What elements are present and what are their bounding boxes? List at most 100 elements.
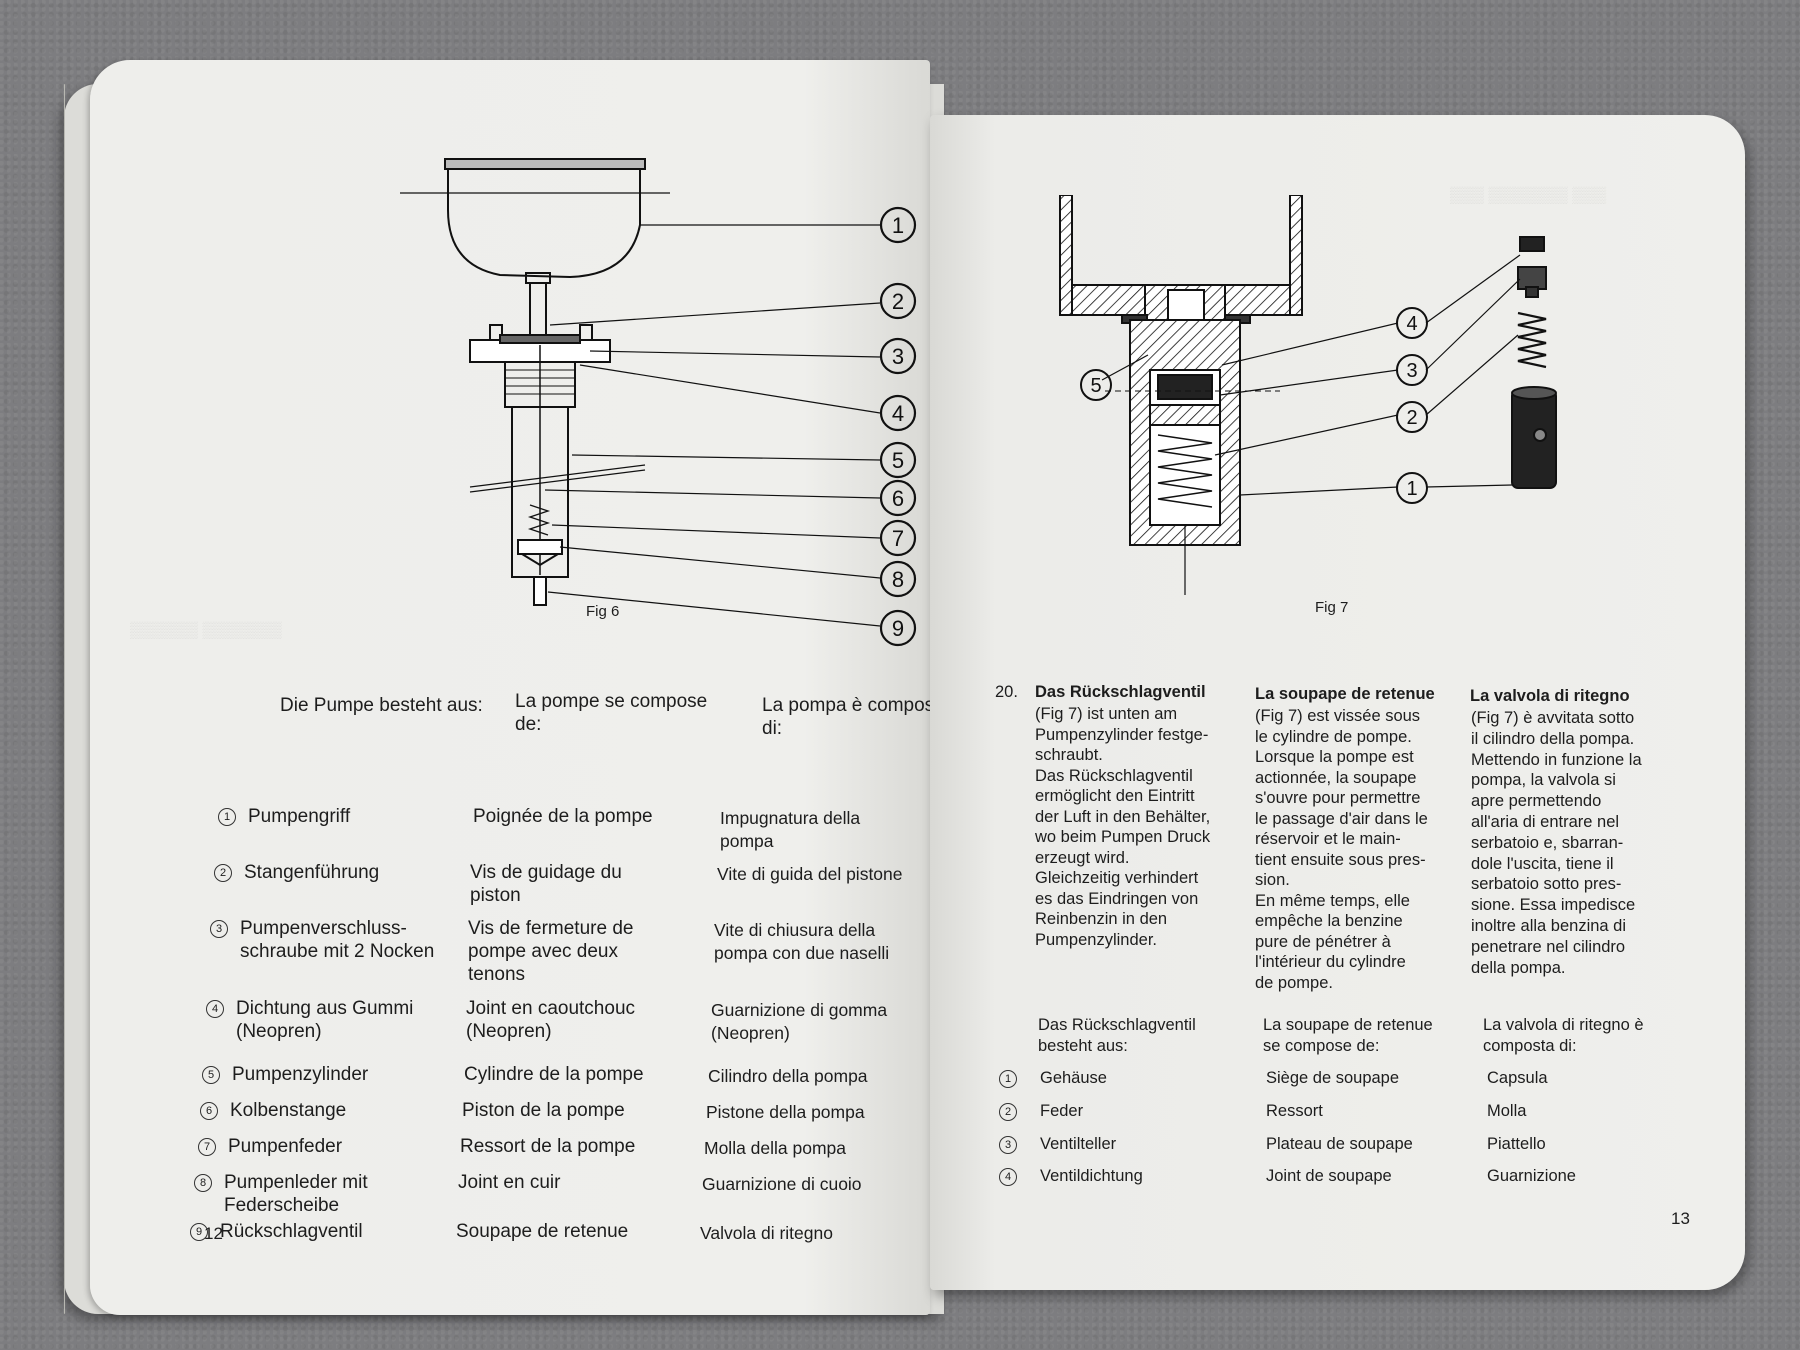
part-number: 4 <box>999 1168 1017 1186</box>
it-compose-header-1: La valvola di ritegno è <box>1483 1016 1644 1034</box>
paragraph-line: actionnée, la soupape <box>1255 768 1417 787</box>
part-number: 9 <box>190 1223 208 1241</box>
fig6-callout: 9 <box>892 616 904 641</box>
paragraph-line: pure de pénétrer à <box>1255 932 1391 951</box>
paragraph-line: l'intérieur du cylindre <box>1255 953 1406 971</box>
part-name-it: Vite di chiusura della <box>714 920 876 940</box>
paragraph-line: dole l'uscita, tiene il <box>1471 854 1614 873</box>
part-name-de: (Neopren) <box>236 1021 322 1042</box>
part-name-it: Vite di guida del pistone <box>717 864 903 884</box>
paragraph-line: (Fig 7) è avvitata sotto <box>1471 709 1635 727</box>
part-name-it: Valvola di ritegno <box>700 1223 833 1243</box>
part-name-de: Pumpenverschluss- <box>240 918 407 939</box>
paragraph-line: Pumpenzylinder festge- <box>1035 725 1209 744</box>
it-header-2: di: <box>762 718 783 739</box>
paragraph-line: il cilindro della pompa. <box>1471 729 1635 748</box>
part-name-it: (Neopren) <box>711 1023 790 1043</box>
fr-header-1: La pompe se compose <box>515 691 708 712</box>
paragraph-line: Das Rückschlagventil <box>1035 766 1193 785</box>
fig6-callout: 8 <box>892 567 904 592</box>
paragraph-line: Mettendo in funzione la <box>1471 750 1642 769</box>
de-header: Die Pumpe besteht aus: <box>280 695 483 716</box>
part-name-it: Guarnizione di gomma <box>711 1000 888 1020</box>
part-name-it: Guarnizione <box>1487 1167 1576 1185</box>
part-number: 3 <box>210 920 228 938</box>
paragraph-line: della pompa. <box>1471 958 1566 977</box>
paragraph-line: inoltre alla benzina di <box>1471 917 1627 935</box>
part-number: 1 <box>218 808 236 826</box>
it-header-1: La pompa è composta <box>762 695 951 716</box>
paragraph-line: apre permettendo <box>1471 792 1602 811</box>
de-compose-header-2: besteht aus: <box>1038 1037 1128 1055</box>
part-number: 5 <box>202 1066 220 1084</box>
part-name-fr: Ressort <box>1266 1102 1323 1120</box>
de-compose-header-1: Das Rückschlagventil <box>1038 1016 1196 1034</box>
show-through-text: ▒▒▒ ▒▒▒▒▒▒▒ ▒▒▒ <box>1450 187 1607 204</box>
fig6-callout: 4 <box>892 401 904 426</box>
part-name-de: Feder <box>1040 1102 1084 1120</box>
left-page: ▒▒▒▒▒▒ ▒▒▒▒▒▒▒ <box>90 60 950 1315</box>
fig7-callout: 3 <box>1406 360 1417 382</box>
fig6-callout: 3 <box>892 344 904 369</box>
paragraph-line: erzeugt wird. <box>1035 848 1130 867</box>
fig7-valve-diagram: 1 2 3 4 5 <box>1059 195 1557 595</box>
fig7-callout: 1 <box>1406 478 1417 500</box>
part-name-fr: Joint en cuir <box>458 1172 561 1193</box>
part-name-de: Ventildichtung <box>1040 1167 1143 1185</box>
paragraph-line: serbatoio sotto pres- <box>1471 875 1622 894</box>
part-name-fr: Ressort de la pompe <box>460 1136 636 1157</box>
paragraph-line: s'ouvre pour permettre <box>1255 789 1421 807</box>
part-number: 1 <box>999 1070 1017 1088</box>
part-name-fr: Plateau de soupape <box>1266 1135 1413 1153</box>
paragraph-line: le passage d'air dans le <box>1255 809 1428 828</box>
part-name-de: Pumpenfeder <box>228 1136 343 1157</box>
part-name-it: Molla <box>1487 1102 1527 1120</box>
part-name-it: pompa con due naselli <box>714 943 890 963</box>
paragraph-line: schraubt. <box>1035 746 1103 764</box>
paragraph-line: tient ensuite sous pres- <box>1255 850 1426 869</box>
part-number: 6 <box>200 1102 218 1120</box>
paragraph-line: ermöglicht den Eintritt <box>1035 787 1195 805</box>
part-name-it: pompa <box>720 831 774 851</box>
fr-section-title: La soupape de retenue <box>1255 685 1435 703</box>
part-number: 2 <box>999 1103 1017 1121</box>
paragraph-line: En même temps, elle <box>1255 891 1410 910</box>
page-number-left: 12 <box>204 1224 223 1243</box>
fr-header-2: de: <box>515 714 542 735</box>
part-name-fr: Vis de fermeture de <box>468 918 634 939</box>
part-name-fr: Siège de soupape <box>1266 1069 1400 1087</box>
de-section-title: Das Rückschlagventil <box>1035 683 1206 701</box>
paragraph-line: (Fig 7) est vissée sous <box>1255 707 1421 725</box>
paragraph-line: de pompe. <box>1255 973 1333 992</box>
paragraph-line: empêche la benzine <box>1255 912 1403 930</box>
part-name-de: Pumpengriff <box>248 806 351 827</box>
fig6-callout: 7 <box>892 526 904 551</box>
part-name-fr: Cylindre de la pompe <box>464 1064 644 1085</box>
fig6-pump-diagram: 1 2 3 4 5 6 7 8 9 <box>400 158 917 647</box>
part-number: 4 <box>206 1000 224 1018</box>
paragraph-line: wo beim Pumpen Druck <box>1035 828 1211 846</box>
paragraph-line: Gleichzeitig verhindert <box>1035 869 1199 887</box>
paragraph-line: sion. <box>1255 871 1290 889</box>
show-through-text: ▒▒▒▒▒▒ ▒▒▒▒▒▒▒ <box>130 622 282 639</box>
part-name-de: Rückschlagventil <box>220 1221 363 1242</box>
paragraph-line: serbatoio e, sbarran- <box>1471 833 1624 852</box>
paragraph-line: Pumpenzylinder. <box>1035 930 1157 949</box>
paragraph-line: le cylindre de pompe. <box>1255 727 1412 746</box>
fig6-callout: 1 <box>892 213 904 238</box>
fig6-label: Fig 6 <box>586 603 620 620</box>
fig7-callout: 2 <box>1406 407 1417 429</box>
part-name-de: Federscheibe <box>224 1195 340 1216</box>
paragraph-line: Lorsque la pompe est <box>1255 748 1414 766</box>
part-name-fr: Soupape de retenue <box>456 1221 629 1242</box>
paragraph-line: es das Eindringen von <box>1035 889 1199 908</box>
part-name-it: Capsula <box>1487 1069 1548 1087</box>
part-name-it: Piattello <box>1487 1135 1546 1153</box>
fig6-callout: 2 <box>892 289 904 314</box>
part-name-fr: pompe avec deux <box>468 941 618 962</box>
part-name-fr: Poignée de la pompe <box>473 806 653 827</box>
part-number: 8 <box>194 1174 212 1192</box>
part-name-it: Pistone della pompa <box>706 1102 865 1122</box>
paragraph-line: sione. Essa impedisce <box>1471 896 1636 915</box>
part-name-fr: Joint de soupape <box>1266 1167 1392 1185</box>
